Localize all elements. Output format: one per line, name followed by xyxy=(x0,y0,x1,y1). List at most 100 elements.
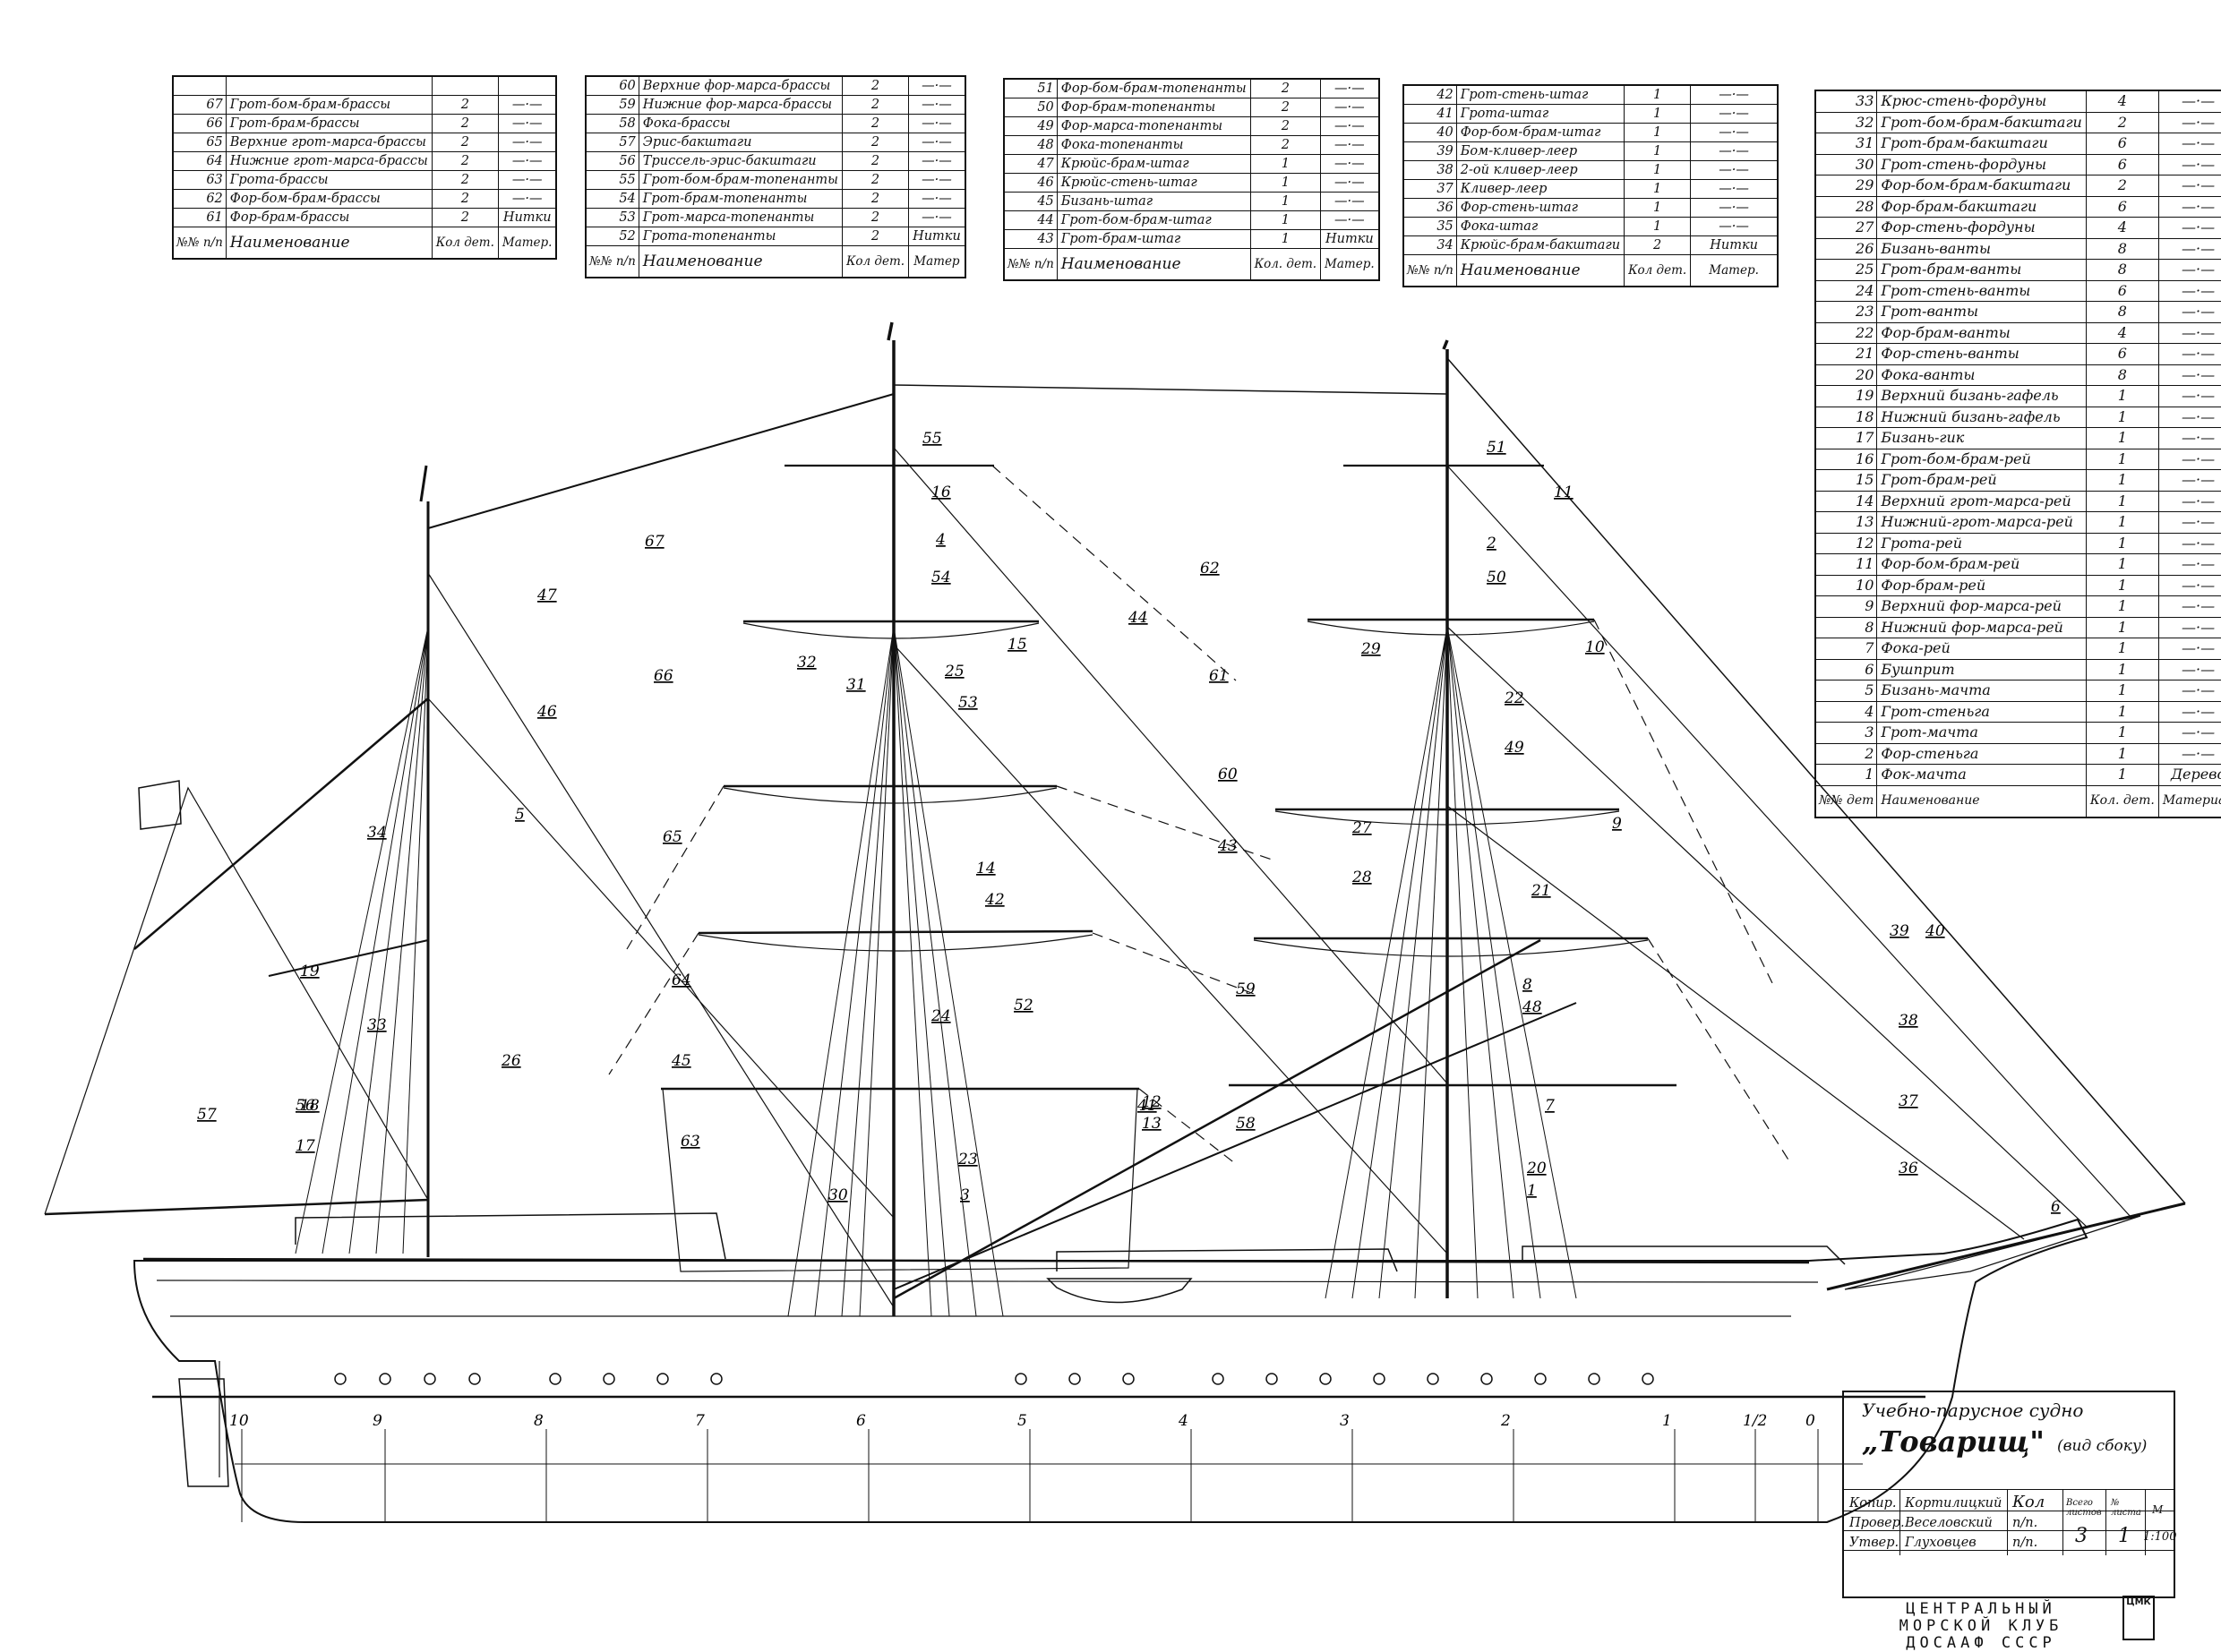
name-checked: Веселовский xyxy=(1905,1516,1993,1530)
header-name: Наименование xyxy=(1056,248,1251,281)
item-material: —·— xyxy=(2157,553,2221,576)
item-name: Грот-стеньга xyxy=(1876,700,2087,723)
rigging-callout: 19 xyxy=(300,963,320,980)
forecastle xyxy=(1522,1245,1846,1265)
rigging-callout: 48 xyxy=(1522,998,1542,1016)
item-material: —·— xyxy=(2157,658,2221,680)
sail-fore-4 xyxy=(1307,621,1595,636)
item-number: 66 xyxy=(172,114,227,133)
rigging-callout: 23 xyxy=(957,1151,978,1168)
header-name: Наименование xyxy=(1455,254,1625,287)
item-number: 17 xyxy=(1814,427,1878,449)
header-number: №№ п/п xyxy=(172,227,227,260)
rigging-callout: 61 xyxy=(1209,667,1229,685)
item-material: —·— xyxy=(2157,616,2221,638)
rigging-callout: 34 xyxy=(367,824,387,842)
rigging-callout: 7 xyxy=(1545,1097,1555,1115)
item-material: —·— xyxy=(2157,574,2221,596)
item-material: —·— xyxy=(497,189,557,209)
rigging-callout: 43 xyxy=(1217,837,1238,855)
item-material: —·— xyxy=(2157,90,2221,113)
rigging-callout: 20 xyxy=(1526,1160,1547,1177)
stay-5 xyxy=(1446,626,2088,1228)
item-number: 61 xyxy=(172,208,227,227)
item-name: Нижний фор-марса-рей xyxy=(1876,616,2087,638)
rigging-callout: 40 xyxy=(1925,922,1945,940)
mizzen-gaff-lower xyxy=(268,939,429,977)
item-number: 4 xyxy=(1814,700,1878,723)
item-number: 1 xyxy=(1814,764,1878,786)
stay-7 xyxy=(893,447,1448,1084)
header-material: Матер. xyxy=(1690,254,1779,287)
title-block: Учебно-парусное судно „Товарищ" (вид сбо… xyxy=(1842,1391,2177,1598)
item-number: 7 xyxy=(1814,638,1878,660)
item-name: Грот-брам-бакштаги xyxy=(1876,133,2087,155)
item-name: Грот-стень-ванты xyxy=(1876,279,2087,302)
item-material: —·— xyxy=(497,114,557,133)
item-name: Грота-топенанты xyxy=(638,227,843,246)
rigging-callout: 44 xyxy=(1128,609,1148,627)
item-quantity: 1 xyxy=(2085,574,2159,596)
sheets-label: Всего листов xyxy=(2066,1498,2102,1518)
rigging-callout: 3 xyxy=(960,1186,970,1204)
rigging-callout: 54 xyxy=(931,569,951,586)
item-number: 43 xyxy=(1003,229,1058,249)
item-material: —·— xyxy=(908,151,966,171)
portholes xyxy=(334,1373,1654,1385)
item-number: 47 xyxy=(1003,154,1058,174)
item-number: 15 xyxy=(1814,469,1878,492)
item-material: —·— xyxy=(1320,192,1380,211)
rigging-callout: 2 xyxy=(1486,535,1496,552)
item-name: Грот-бом-брам-бакштаги xyxy=(1876,111,2087,133)
name-copied: Кортилицкий xyxy=(1905,1496,2002,1511)
item-number: 8 xyxy=(1814,616,1878,638)
item-name: Фор-стеньга xyxy=(1876,742,2087,765)
rigging-callout: 51 xyxy=(1487,439,1506,457)
item-quantity: 2 xyxy=(431,208,499,227)
shrouds-main xyxy=(787,626,1004,1317)
frame-station-label: 6 xyxy=(856,1412,866,1430)
item-name: Бизань-гик xyxy=(1876,427,2087,449)
item-number: 52 xyxy=(585,227,639,246)
rigging-callout: 38 xyxy=(1899,1012,1918,1030)
rigging-callout: 31 xyxy=(846,676,866,694)
item-name: Нижние грот-марса-брассы xyxy=(225,151,433,171)
item-material: —·— xyxy=(2157,722,2221,744)
item-name: Нижний бизань-гафель xyxy=(1876,406,2087,428)
item-material: —·— xyxy=(908,189,966,209)
item-material: —·— xyxy=(2157,700,2221,723)
scale-value: 1:100 xyxy=(2143,1530,2177,1544)
item-quantity: 1 xyxy=(2085,406,2159,428)
mizzen-boom xyxy=(44,1198,429,1216)
sheer-line-1 xyxy=(156,1280,1819,1283)
rigging-callout: 8 xyxy=(1522,976,1532,994)
item-material: —·— xyxy=(2157,595,2221,618)
yard-main-2 xyxy=(698,929,1093,935)
item-number: 65 xyxy=(172,133,227,152)
vessel-name: „Товарищ" xyxy=(1862,1425,2045,1459)
item-material: —·— xyxy=(2157,301,2221,323)
item-name: Верхний бизань-гафель xyxy=(1876,385,2087,407)
item-number: 67 xyxy=(172,95,227,115)
sail-main-2 xyxy=(698,934,1093,952)
item-number: 44 xyxy=(1003,210,1058,230)
rigging-callout: 15 xyxy=(1008,636,1027,654)
rigging-callout: 67 xyxy=(645,533,665,551)
item-name: Грота-брассы xyxy=(225,170,433,190)
